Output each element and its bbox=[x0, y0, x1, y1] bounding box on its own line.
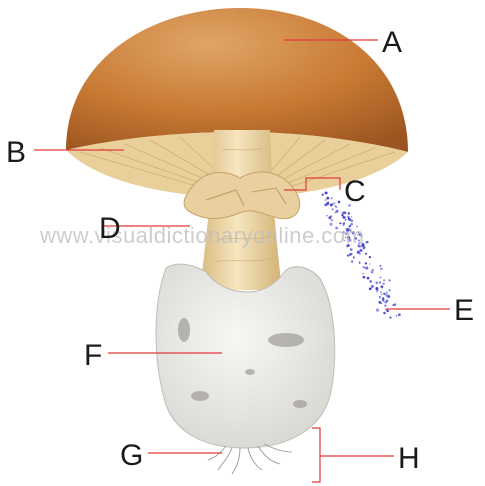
spore bbox=[334, 205, 336, 207]
label-b: B bbox=[6, 136, 26, 169]
spore bbox=[384, 305, 386, 307]
label-h-bracket bbox=[312, 428, 320, 482]
spore bbox=[386, 295, 388, 297]
spore bbox=[380, 265, 382, 267]
spore bbox=[367, 277, 370, 280]
label-a: A bbox=[382, 26, 402, 59]
spore bbox=[357, 251, 360, 254]
spore bbox=[345, 219, 347, 221]
spore bbox=[362, 273, 364, 275]
spore bbox=[344, 212, 346, 214]
spore bbox=[349, 253, 352, 256]
spore bbox=[365, 241, 367, 243]
spore bbox=[350, 248, 352, 250]
spore bbox=[365, 253, 367, 255]
spore bbox=[351, 260, 353, 262]
spore bbox=[396, 315, 398, 317]
spore bbox=[379, 301, 382, 304]
volva bbox=[156, 264, 335, 448]
mycelium bbox=[208, 444, 292, 474]
spore bbox=[386, 299, 389, 302]
label-g: G bbox=[120, 439, 143, 472]
spore bbox=[331, 219, 334, 222]
spore bbox=[331, 197, 333, 199]
spore bbox=[371, 271, 374, 274]
spore bbox=[383, 279, 385, 281]
spore bbox=[371, 285, 374, 288]
spore bbox=[330, 204, 333, 207]
spore bbox=[388, 279, 390, 281]
spore bbox=[380, 285, 383, 288]
spore bbox=[384, 293, 387, 296]
spore bbox=[326, 215, 327, 216]
spore bbox=[362, 266, 364, 268]
spore bbox=[365, 262, 367, 264]
spore bbox=[364, 267, 366, 269]
spore bbox=[369, 263, 371, 265]
spore bbox=[376, 309, 379, 312]
spore bbox=[358, 261, 360, 263]
spore bbox=[372, 269, 374, 271]
spore bbox=[359, 253, 361, 255]
spore bbox=[322, 193, 324, 195]
spore bbox=[363, 276, 366, 279]
spore bbox=[389, 316, 391, 318]
spore bbox=[381, 294, 383, 296]
label-d: D bbox=[99, 212, 121, 245]
spore bbox=[375, 281, 378, 284]
watermark: www.visualdictionaryonline.com bbox=[39, 223, 364, 248]
spore bbox=[336, 210, 339, 213]
spore bbox=[383, 312, 386, 315]
label-h: H bbox=[398, 442, 420, 475]
label-f: F bbox=[84, 339, 102, 372]
spore bbox=[332, 208, 334, 210]
spore bbox=[342, 216, 343, 217]
spore bbox=[341, 214, 343, 216]
label-e: E bbox=[454, 294, 474, 327]
spore bbox=[325, 191, 328, 194]
spore bbox=[389, 289, 391, 291]
spore bbox=[351, 216, 352, 217]
spore bbox=[326, 197, 329, 200]
ring bbox=[184, 172, 300, 219]
spore bbox=[386, 291, 388, 293]
spore bbox=[325, 199, 327, 201]
spore bbox=[338, 200, 340, 202]
spore bbox=[369, 256, 371, 258]
spore bbox=[379, 296, 381, 298]
spore bbox=[328, 216, 331, 219]
spore bbox=[344, 216, 346, 218]
spores bbox=[322, 191, 401, 318]
spore bbox=[347, 212, 350, 215]
spore bbox=[395, 303, 397, 305]
spore bbox=[369, 288, 371, 290]
spore bbox=[353, 257, 355, 259]
spore bbox=[365, 266, 368, 269]
spore bbox=[359, 249, 362, 252]
spore bbox=[348, 219, 349, 220]
spore bbox=[379, 281, 382, 284]
spore bbox=[376, 289, 379, 292]
spore bbox=[380, 291, 382, 293]
spore bbox=[333, 202, 335, 204]
spore bbox=[398, 313, 401, 316]
spore bbox=[382, 282, 384, 284]
spore bbox=[382, 300, 384, 302]
spore bbox=[380, 277, 382, 279]
spore bbox=[351, 220, 354, 223]
spore bbox=[380, 267, 383, 270]
spore bbox=[327, 201, 329, 203]
spore bbox=[347, 254, 349, 256]
label-c: C bbox=[344, 175, 366, 208]
spore bbox=[369, 280, 372, 283]
spore bbox=[392, 304, 394, 306]
